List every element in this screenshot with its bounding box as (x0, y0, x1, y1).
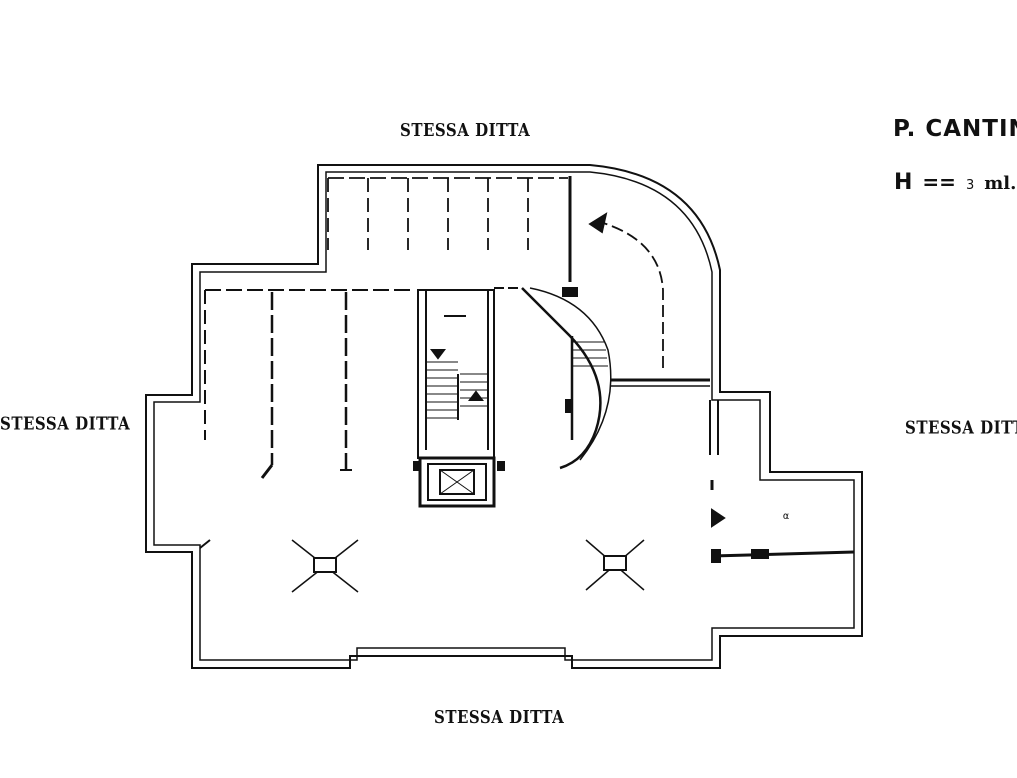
room-mark: α (783, 511, 790, 522)
outer-wall (145, 164, 863, 669)
height-equals: == (922, 170, 956, 194)
height-symbol: H (894, 170, 913, 195)
label-right-stessa-ditta: STESSA DITTA (905, 417, 1017, 439)
elevator-shaft (418, 456, 496, 508)
light-fixture-left (291, 539, 359, 593)
label-left-stessa-ditta: STESSA DITTA (0, 413, 131, 435)
height-value: 3 (965, 178, 975, 193)
ramp-arrow-path (599, 221, 664, 368)
inner-wall (153, 171, 855, 661)
light-fixture-right (585, 539, 645, 591)
floor-title: P. CANTIN (893, 116, 1017, 142)
ramp-arrow-head (588, 212, 608, 234)
label-top-stessa-ditta: STESSA DITTA (400, 119, 531, 141)
height-unit: ml. (984, 173, 1017, 194)
height-annotation: H == 3 ml. (894, 170, 1016, 195)
label-bottom-stessa-ditta: STESSA DITTA (434, 706, 565, 728)
